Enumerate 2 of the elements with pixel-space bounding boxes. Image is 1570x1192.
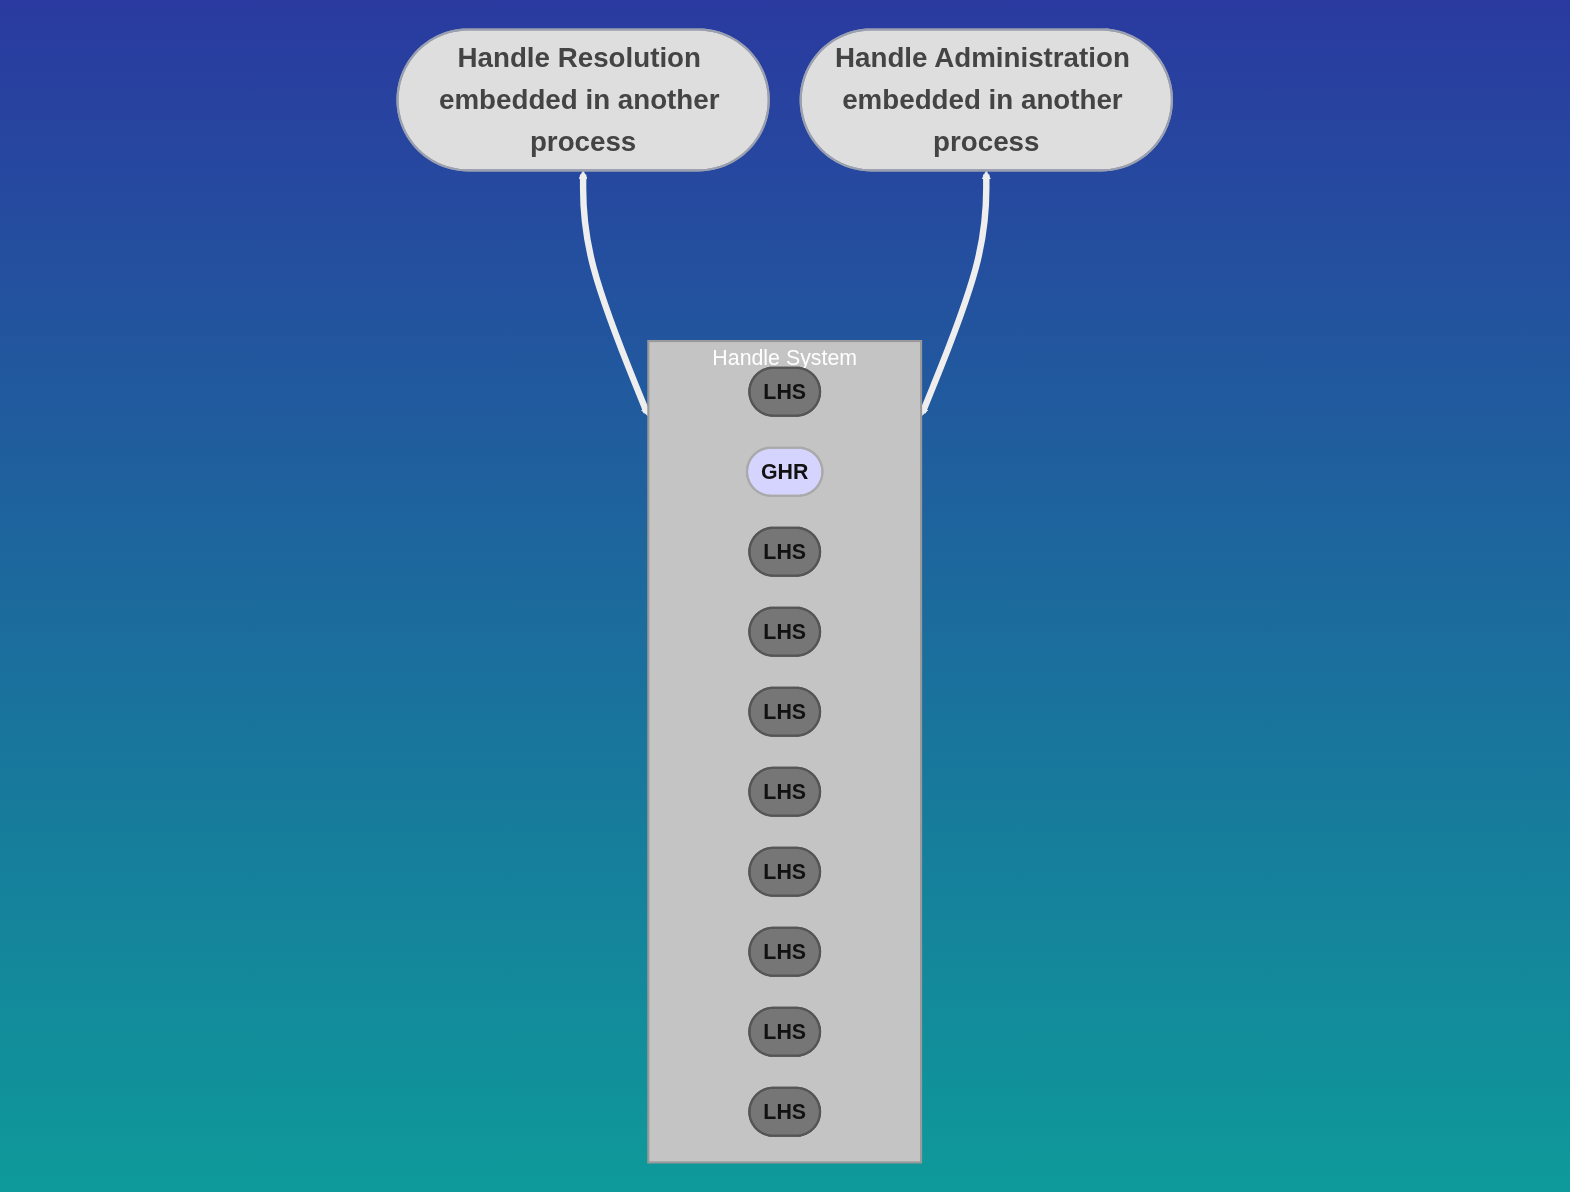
arrow: [578, 170, 650, 417]
arrow: [920, 170, 992, 417]
